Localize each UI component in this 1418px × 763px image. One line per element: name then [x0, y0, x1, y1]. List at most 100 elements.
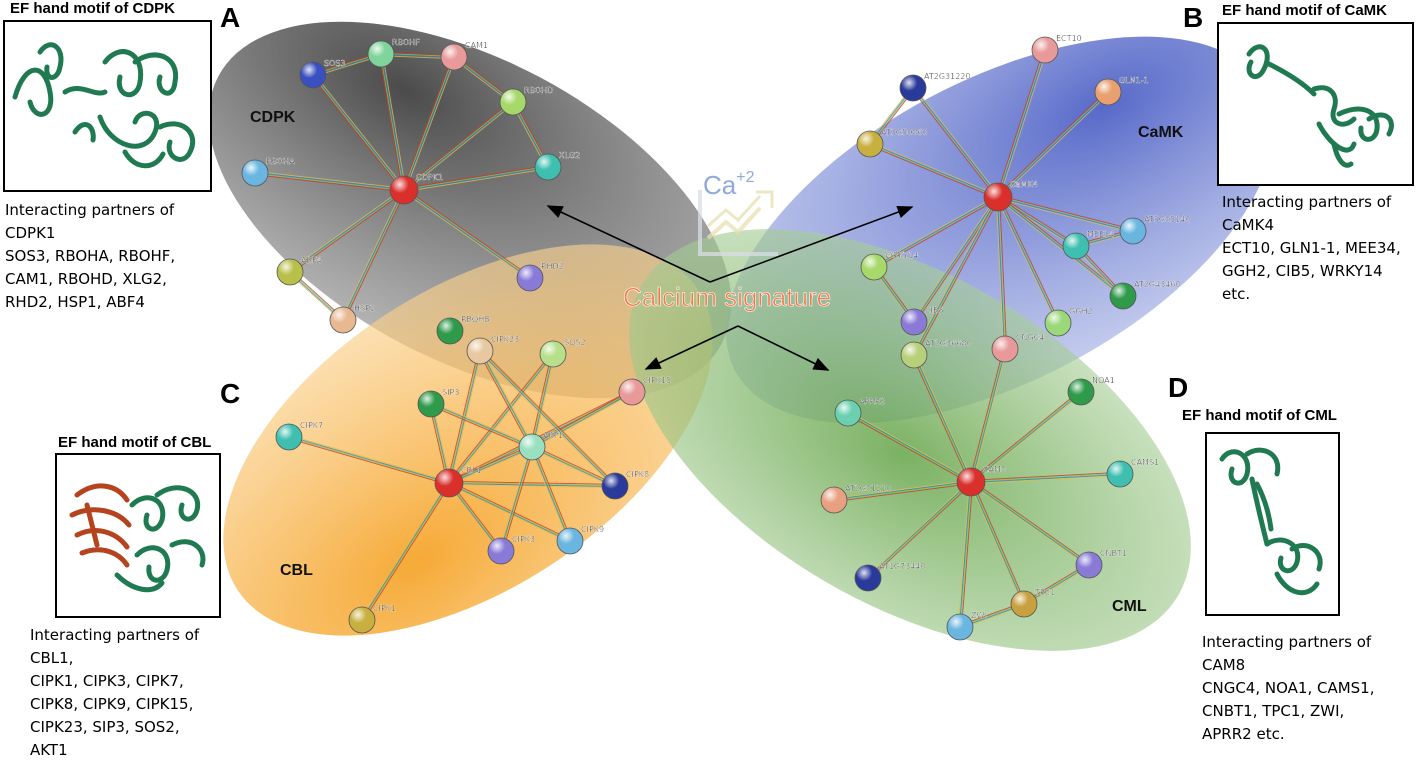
protein-node-gln1-1[interactable]: GLN1-1 — [1094, 76, 1149, 106]
protein-node-sos2[interactable]: SOS2 — [539, 338, 586, 368]
protein-node-hsp1[interactable]: HSP1 — [329, 304, 375, 334]
calcium-signature-label: Calcium signature — [623, 282, 831, 312]
protein-label: CBL1 — [461, 466, 482, 475]
partners-camk: Interacting partners of CaMK4 ECT10, GLN… — [1222, 191, 1401, 306]
protein-node-cipk23[interactable]: CIPK23 — [466, 335, 519, 365]
protein-label: ABF4 — [301, 256, 322, 265]
protein-label: HSP1 — [354, 304, 375, 313]
group-label-camk: CaMK — [1138, 124, 1184, 141]
cbl-ellipse — [223, 244, 713, 636]
interaction-edge — [449, 448, 533, 485]
protein-node-cipk7[interactable]: CIPK7 — [275, 421, 323, 451]
protein-ball-shine — [390, 176, 418, 204]
protein-node-cipk3[interactable]: CIPK3 — [487, 535, 535, 565]
interaction-edge — [404, 102, 514, 191]
protein-node-mee34[interactable]: MEE34 — [1062, 230, 1114, 260]
partners-line: Interacting partners of — [1202, 633, 1372, 651]
protein-node-noa1[interactable]: NOA1 — [1067, 376, 1115, 406]
protein-node-at2g36680[interactable]: AT2G36680 — [900, 339, 972, 369]
panel-letter-b: B — [1183, 2, 1204, 33]
protein-node-cipk9[interactable]: CIPK9 — [556, 525, 604, 555]
protein-node-at3g50860[interactable]: AT3G50860 — [856, 128, 928, 158]
cdpk-structure-image — [3, 20, 212, 192]
protein-node-rhd2[interactable]: RHD2 — [516, 262, 564, 292]
interaction-edge — [959, 481, 971, 627]
protein-node-sos3[interactable]: SOS3 — [299, 59, 346, 89]
protein-node-rbohd[interactable]: RBOHD — [499, 86, 554, 116]
protein-node-cipk1[interactable]: CIPK1 — [348, 604, 396, 634]
protein-label: WRKY14 — [885, 251, 919, 260]
interaction-edge — [431, 402, 533, 446]
protein-label: AT2G31220 — [924, 72, 970, 81]
interaction-edge — [867, 481, 971, 578]
protein-label: TPC1 — [1034, 588, 1055, 597]
protein-ball-shine — [1120, 218, 1146, 244]
protein-node-wrky14[interactable]: WRKY14 — [860, 251, 919, 281]
protein-node-tpc1[interactable]: TPC1 — [1010, 588, 1056, 618]
interaction-edge — [402, 190, 530, 280]
protein-node-cnbt1[interactable]: CNBT1 — [1075, 549, 1127, 579]
protein-node-cbl1[interactable]: CBL1 — [434, 466, 482, 498]
interaction-edge — [997, 197, 1133, 232]
protein-node-cdpk1[interactable]: CDPK1 — [389, 173, 443, 205]
protein-ball-shine — [540, 341, 566, 367]
protein-ball-shine — [435, 469, 463, 497]
protein-node-at2g43460[interactable]: AT2G43460 — [1109, 280, 1181, 310]
interaction-edge — [869, 145, 998, 199]
interaction-edge — [532, 393, 634, 449]
protein-node-cam1[interactable]: CAM1 — [440, 41, 488, 71]
protein-label: APRR2 — [859, 397, 886, 406]
protein-node-at2g01210[interactable]: AT2G01210 — [820, 484, 892, 514]
interaction-edge — [312, 75, 404, 191]
protein-node-cngc4[interactable]: CNGC4 — [991, 333, 1045, 363]
interaction-edge — [531, 447, 570, 542]
cml-protein-ribbon — [1219, 447, 1323, 596]
protein-node-at2g31220[interactable]: AT2G31220 — [899, 72, 971, 102]
protein-node-at1g73440[interactable]: AT1G73440 — [854, 562, 926, 592]
protein-node-rboha[interactable]: RBOHA — [241, 157, 295, 187]
protein-ball-shine — [602, 473, 628, 499]
protein-node-ect10[interactable]: ECT10 — [1031, 34, 1082, 64]
protein-node-aprr2[interactable]: APRR2 — [834, 397, 886, 427]
protein-node-cams1[interactable]: CAMS1 — [1106, 458, 1159, 488]
protein-node-rbohb[interactable]: RBOHB — [436, 315, 490, 345]
interaction-edge — [361, 482, 449, 620]
protein-label: AT5G05140 — [1144, 215, 1190, 224]
protein-node-camk4[interactable]: CaMK4 — [983, 180, 1038, 212]
protein-node-cib5[interactable]: CIB5 — [900, 306, 944, 336]
interaction-edge — [288, 188, 404, 272]
interaction-edge — [449, 482, 571, 541]
protein-node-at5g05140[interactable]: AT5G05140 — [1119, 215, 1191, 245]
interaction-edge — [481, 349, 534, 447]
group-label-cbl: CBL — [280, 562, 313, 579]
protein-node-ggh2[interactable]: GGH2 — [1044, 307, 1093, 337]
interaction-edge — [501, 447, 533, 552]
interaction-edge — [404, 188, 532, 278]
protein-ball-shine — [276, 424, 302, 450]
protein-node-xlg2[interactable]: XLG2 — [534, 151, 580, 181]
interaction-edge — [360, 481, 448, 620]
protein-node-sip3[interactable]: SIP3 — [417, 388, 460, 418]
protein-node-zwi[interactable]: ZWI — [946, 611, 987, 641]
interaction-edge — [996, 197, 1057, 324]
protein-node-cipk15[interactable]: CIPK15 — [618, 376, 671, 406]
protein-ball-shine — [992, 336, 1018, 362]
interaction-edge — [996, 90, 1108, 197]
protein-node-akt1[interactable]: AKT1 — [518, 431, 563, 461]
interaction-edge — [403, 190, 530, 279]
cml-ellipse — [629, 229, 1191, 651]
protein-ball-shine — [488, 538, 514, 564]
protein-ball-shine — [1068, 379, 1094, 405]
interaction-edge — [998, 195, 1078, 245]
interaction-edge — [998, 194, 1134, 230]
camk-protein-ribbon — [1246, 44, 1394, 168]
interaction-edge — [913, 196, 998, 355]
protein-node-rbohf[interactable]: RBOHF — [367, 38, 420, 68]
protein-node-abf4[interactable]: ABF4 — [276, 256, 322, 286]
protein-node-cam8[interactable]: CAM8 — [956, 465, 1006, 497]
protein-ball-shine — [349, 607, 375, 633]
protein-node-cipk8[interactable]: CIPK8 — [601, 470, 649, 500]
panel-letter-c: C — [220, 378, 241, 409]
interaction-edge — [288, 437, 449, 484]
